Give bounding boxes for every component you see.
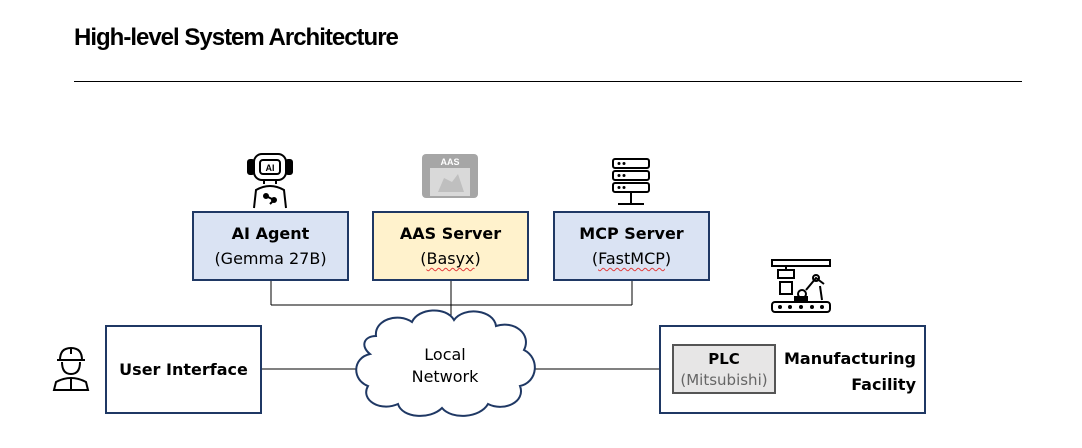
ai-agent-box: AI Agent (Gemma 27B): [192, 211, 349, 281]
user-interface-box: User Interface: [105, 325, 262, 414]
plc-title: PLC: [708, 349, 740, 368]
network-cloud: [355, 309, 536, 417]
plc-box: PLC (Mitsubishi): [672, 344, 776, 394]
network-label: Local Network: [380, 344, 510, 388]
mcp-server-title: MCP Server: [579, 224, 684, 243]
plc-vendor: (Mitsubishi): [680, 370, 768, 389]
facility-label-line2: Facility: [851, 375, 916, 394]
facility-label-line1: Manufacturing: [784, 349, 916, 368]
mcp-server-impl: (FastMCP): [591, 249, 672, 268]
ai-agent-title: AI Agent: [231, 224, 310, 243]
svg-text:AI: AI: [266, 163, 275, 173]
aas-server-icon: AAS: [422, 154, 478, 198]
server-rack-icon: [612, 158, 650, 205]
user-interface-label: User Interface: [119, 360, 248, 379]
worker-icon: [52, 346, 90, 391]
slide-title: High-level System Architecture: [74, 24, 399, 51]
network-label-line1: Local: [424, 345, 466, 364]
aas-server-box: AAS Server (Basyx): [372, 211, 529, 281]
ai-agent-model: (Gemma 27B): [214, 249, 327, 268]
mcp-server-box: MCP Server (FastMCP): [553, 211, 710, 281]
title-divider: [74, 81, 1022, 82]
network-label-line2: Network: [411, 367, 479, 386]
factory-robot-icon: [771, 259, 831, 313]
aas-server-title: AAS Server: [399, 224, 502, 243]
facility-label: Manufacturing Facility: [780, 346, 916, 398]
robot-icon: AI: [247, 153, 293, 209]
aas-icon-label: AAS: [440, 157, 459, 167]
aas-server-impl: (Basyx): [420, 249, 481, 268]
